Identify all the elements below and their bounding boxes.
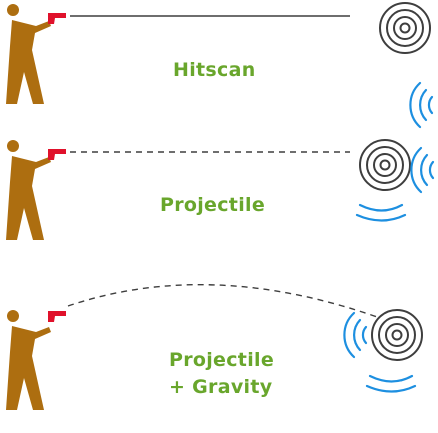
pistol-icon — [48, 311, 66, 322]
label-projectile: Projectile — [160, 194, 265, 216]
target-icon — [379, 2, 431, 54]
label-hitscan: Hitscan — [173, 59, 256, 81]
target-icon — [371, 309, 423, 361]
label-projectile-line1: Projectile — [169, 349, 274, 371]
pistol-icon — [48, 13, 66, 24]
shooter-figure-icon — [6, 4, 51, 104]
ghost-target-icon — [410, 146, 435, 194]
ghost-target-icon — [343, 311, 368, 359]
ghost-target-icon — [409, 81, 434, 129]
trajectory-arc — [67, 284, 381, 319]
pistol-icon — [48, 149, 66, 160]
row-hitscan: Hitscan — [6, 2, 434, 129]
label-gravity-line2: + Gravity — [169, 376, 273, 398]
shooter-figure-icon — [6, 310, 51, 410]
shooter-figure-icon — [6, 140, 51, 240]
row-projectile-gravity: Projectile + Gravity — [6, 284, 423, 410]
speed-lines-icon — [365, 374, 417, 393]
target-icon — [359, 139, 411, 191]
speed-lines-icon — [355, 203, 407, 222]
row-projectile: Projectile — [6, 139, 435, 240]
